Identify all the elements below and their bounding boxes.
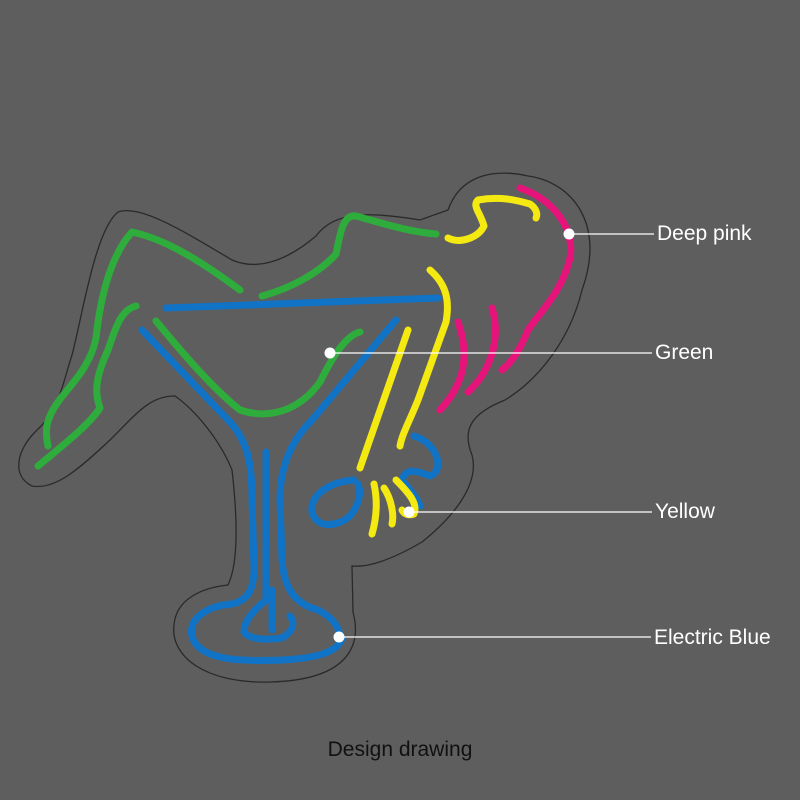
- pink-hair-outer-tube: [498, 184, 575, 374]
- blue-shoe-right-tube: [398, 432, 442, 510]
- leader-dot-yellow: [403, 506, 415, 518]
- blue-glass-right-side: [276, 316, 400, 640]
- pink-hair-strand-2: [464, 304, 499, 396]
- blue-glass-left-side: [138, 326, 346, 665]
- leader-dot-green: [324, 347, 336, 359]
- callout-leaders: [324, 228, 654, 643]
- leader-dot-blue: [333, 631, 345, 643]
- yellow-finger-2: [380, 484, 397, 528]
- blue-shoe-left-tube: [308, 476, 364, 528]
- blue-glass-rim-tube: [162, 294, 442, 312]
- figure-caption: Design drawing: [327, 738, 473, 761]
- callout-label-green: Green: [655, 341, 714, 364]
- pink-neon-tubes: [436, 184, 575, 414]
- callout-label-yellow: Yellow: [655, 500, 715, 523]
- backboard-outline: [18, 172, 591, 683]
- blue-stem-inner-left: [240, 448, 297, 643]
- blue-neon-tubes: [138, 294, 442, 665]
- yellow-arm-outer-tube: [396, 266, 451, 450]
- green-lower-leg-tube: [34, 302, 140, 470]
- green-back-leg-tube: [258, 212, 440, 300]
- callout-label-deep-pink: Deep pink: [657, 222, 752, 245]
- green-neon-tubes: [34, 212, 440, 470]
- callout-label-electric-blue: Electric Blue: [654, 626, 771, 649]
- leader-dot-pink: [563, 228, 575, 240]
- green-raised-leg-tube: [42, 228, 244, 450]
- pink-hair-strand-1: [436, 318, 468, 414]
- yellow-face-tube: [444, 194, 541, 244]
- yellow-finger-1: [368, 480, 380, 538]
